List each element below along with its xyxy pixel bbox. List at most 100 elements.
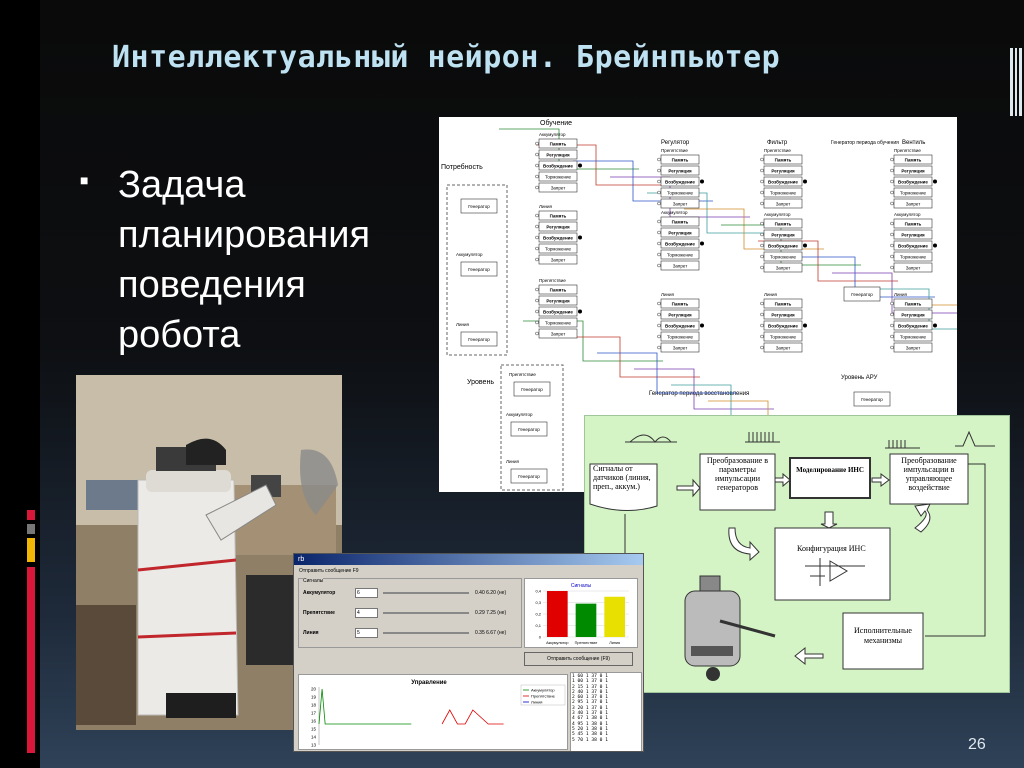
bar bbox=[547, 591, 568, 637]
neuron-input-dot bbox=[535, 163, 539, 168]
diagram-wire bbox=[684, 208, 824, 250]
signal-row: Аккумулятор 6 0.40 6.20 (не) bbox=[303, 587, 517, 599]
diagram-neurons: АккумуляторПамятьРегуляцияВозбуждениеТор… bbox=[446, 132, 937, 491]
bar-ytick: 0,2 bbox=[535, 612, 541, 617]
neuron-row-label: Память bbox=[775, 302, 792, 307]
neuron-row-box bbox=[763, 331, 803, 342]
neuron-input-dot bbox=[890, 221, 894, 226]
neuron-row-box bbox=[763, 342, 803, 353]
signal-value-input[interactable]: 5 bbox=[355, 628, 378, 638]
neuron-row-label: Возбуждение bbox=[543, 163, 573, 169]
neuron-row-box bbox=[893, 165, 933, 176]
neuron-input-dot bbox=[535, 185, 539, 190]
neuron-row-label: Память bbox=[672, 220, 689, 225]
neuron-row-label: Торможение bbox=[545, 321, 571, 326]
signal-value-input[interactable]: 6 bbox=[355, 588, 378, 598]
neuron-row-label: Запрет bbox=[776, 202, 791, 207]
line-chart-title: Управление bbox=[411, 680, 447, 686]
signal-value-input[interactable]: 4 bbox=[355, 608, 378, 618]
neuron-block: ПрепятствиеПамятьРегуляцияВозбуждениеТор… bbox=[890, 148, 937, 209]
neuron-label: Препятствие bbox=[661, 148, 688, 153]
neuron-row-box bbox=[538, 232, 578, 243]
neuron-input-dot bbox=[890, 190, 894, 195]
line-ytick: 20 bbox=[311, 687, 317, 692]
neuron-input-dot bbox=[890, 201, 894, 206]
neuron-row-box bbox=[538, 295, 578, 306]
neuron-input-dot bbox=[760, 190, 764, 195]
neuron-row-box bbox=[763, 229, 803, 240]
neuron-row-label: Возбуждение bbox=[665, 179, 695, 185]
log-line: 4 95 1 38 0 1 bbox=[572, 721, 608, 727]
neuron-input-dot bbox=[890, 312, 894, 317]
bar bbox=[604, 596, 625, 637]
diagram-wire bbox=[634, 368, 774, 410]
neuron-input-dot bbox=[760, 232, 764, 237]
neuron-row-label: Торможение bbox=[667, 253, 693, 258]
neuron-block: ЛинияПамятьРегуляцияВозбуждениеТорможени… bbox=[760, 292, 807, 353]
signal-row: Препятствие 4 0.29 7.25 (не) bbox=[303, 607, 517, 619]
neuron-input-dot bbox=[535, 298, 539, 303]
neuron-row-box bbox=[763, 309, 803, 320]
neuron-input-dot bbox=[657, 168, 661, 173]
neuron-input-dot bbox=[535, 246, 539, 251]
neuron-row-label: Запрет bbox=[906, 266, 921, 271]
neuron-row-box bbox=[763, 320, 803, 331]
window-titlebar: rb bbox=[294, 554, 643, 565]
line-ytick: 19 bbox=[311, 695, 317, 700]
neuron-row-label: Запрет bbox=[551, 258, 566, 263]
label-valve: Вентиль bbox=[902, 140, 925, 146]
generator-block: Генератор bbox=[460, 198, 498, 214]
neuron-row-label: Запрет bbox=[551, 332, 566, 337]
signals-group: Сигналы Аккумулятор 6 0.40 6.20 (не)Преп… bbox=[298, 578, 522, 648]
bar-ytick: 0,4 bbox=[535, 589, 541, 594]
send-message-button[interactable]: Отправить сообщение (F9) bbox=[524, 652, 633, 666]
neuron-row-box bbox=[893, 309, 933, 320]
signal-slider[interactable] bbox=[383, 612, 469, 614]
neuron-input-dot bbox=[890, 157, 894, 162]
flow-sensors: Сигналы от датчиков (линия, преп., аккум… bbox=[593, 464, 651, 491]
log-line: 2 40 1 37 0 1 bbox=[572, 689, 608, 695]
neuron-row-box bbox=[893, 229, 933, 240]
generator-text: Генератор bbox=[468, 337, 490, 342]
line-ytick: 14 bbox=[311, 735, 317, 740]
neuron-input-dot bbox=[535, 320, 539, 325]
generator-label: Линия bbox=[456, 322, 469, 327]
generator-text: Генератор bbox=[521, 387, 543, 392]
neuron-input-dot bbox=[890, 345, 894, 350]
bar-ytick: 0,3 bbox=[535, 600, 541, 605]
neuron-block: АккумуляторПамятьРегуляцияВозбуждениеТор… bbox=[535, 132, 582, 193]
neuron-row-box bbox=[538, 210, 578, 221]
window-menu[interactable]: Отправить сообщение F9 bbox=[299, 568, 359, 574]
neuron-row-box bbox=[538, 149, 578, 160]
bar bbox=[575, 603, 597, 637]
neuron-block: ПрепятствиеПамятьРегуляцияВозбуждениеТор… bbox=[760, 148, 807, 209]
accent-red-long bbox=[27, 567, 35, 753]
neuron-row-label: Память bbox=[550, 214, 567, 219]
neuron-row-box bbox=[893, 176, 933, 187]
signal-readout: 0.35 6.67 (не) bbox=[475, 630, 507, 636]
neuron-input-dot bbox=[760, 334, 764, 339]
output-wave-icon bbox=[955, 430, 995, 447]
pulse-train-icon bbox=[745, 432, 780, 443]
signal-slider[interactable] bbox=[383, 632, 469, 634]
neuron-input-dot bbox=[760, 179, 764, 184]
neuron-input-dot bbox=[657, 334, 661, 339]
ins-schematic-icon bbox=[805, 558, 865, 586]
signal-slider[interactable] bbox=[383, 592, 469, 594]
neuron-row-label: Возбуждение bbox=[543, 235, 573, 241]
label-gen-training: Генератор периода обучения bbox=[831, 140, 899, 146]
neuron-row-box bbox=[660, 154, 700, 165]
neuron-output-dot bbox=[803, 179, 807, 184]
neuron-input-dot bbox=[890, 265, 894, 270]
neuron-input-dot bbox=[657, 219, 661, 224]
neuron-output-dot bbox=[578, 163, 582, 168]
generator-text: Генератор bbox=[468, 204, 490, 209]
neuron-label: Препятствие bbox=[539, 278, 566, 283]
signal-label: Препятствие bbox=[303, 610, 335, 616]
line-ytick: 13 bbox=[311, 743, 317, 748]
neuron-input-dot bbox=[535, 152, 539, 157]
neuron-input-dot bbox=[657, 230, 661, 235]
generator-text: Генератор bbox=[518, 474, 540, 479]
neuron-row-label: Регуляция bbox=[901, 233, 925, 238]
